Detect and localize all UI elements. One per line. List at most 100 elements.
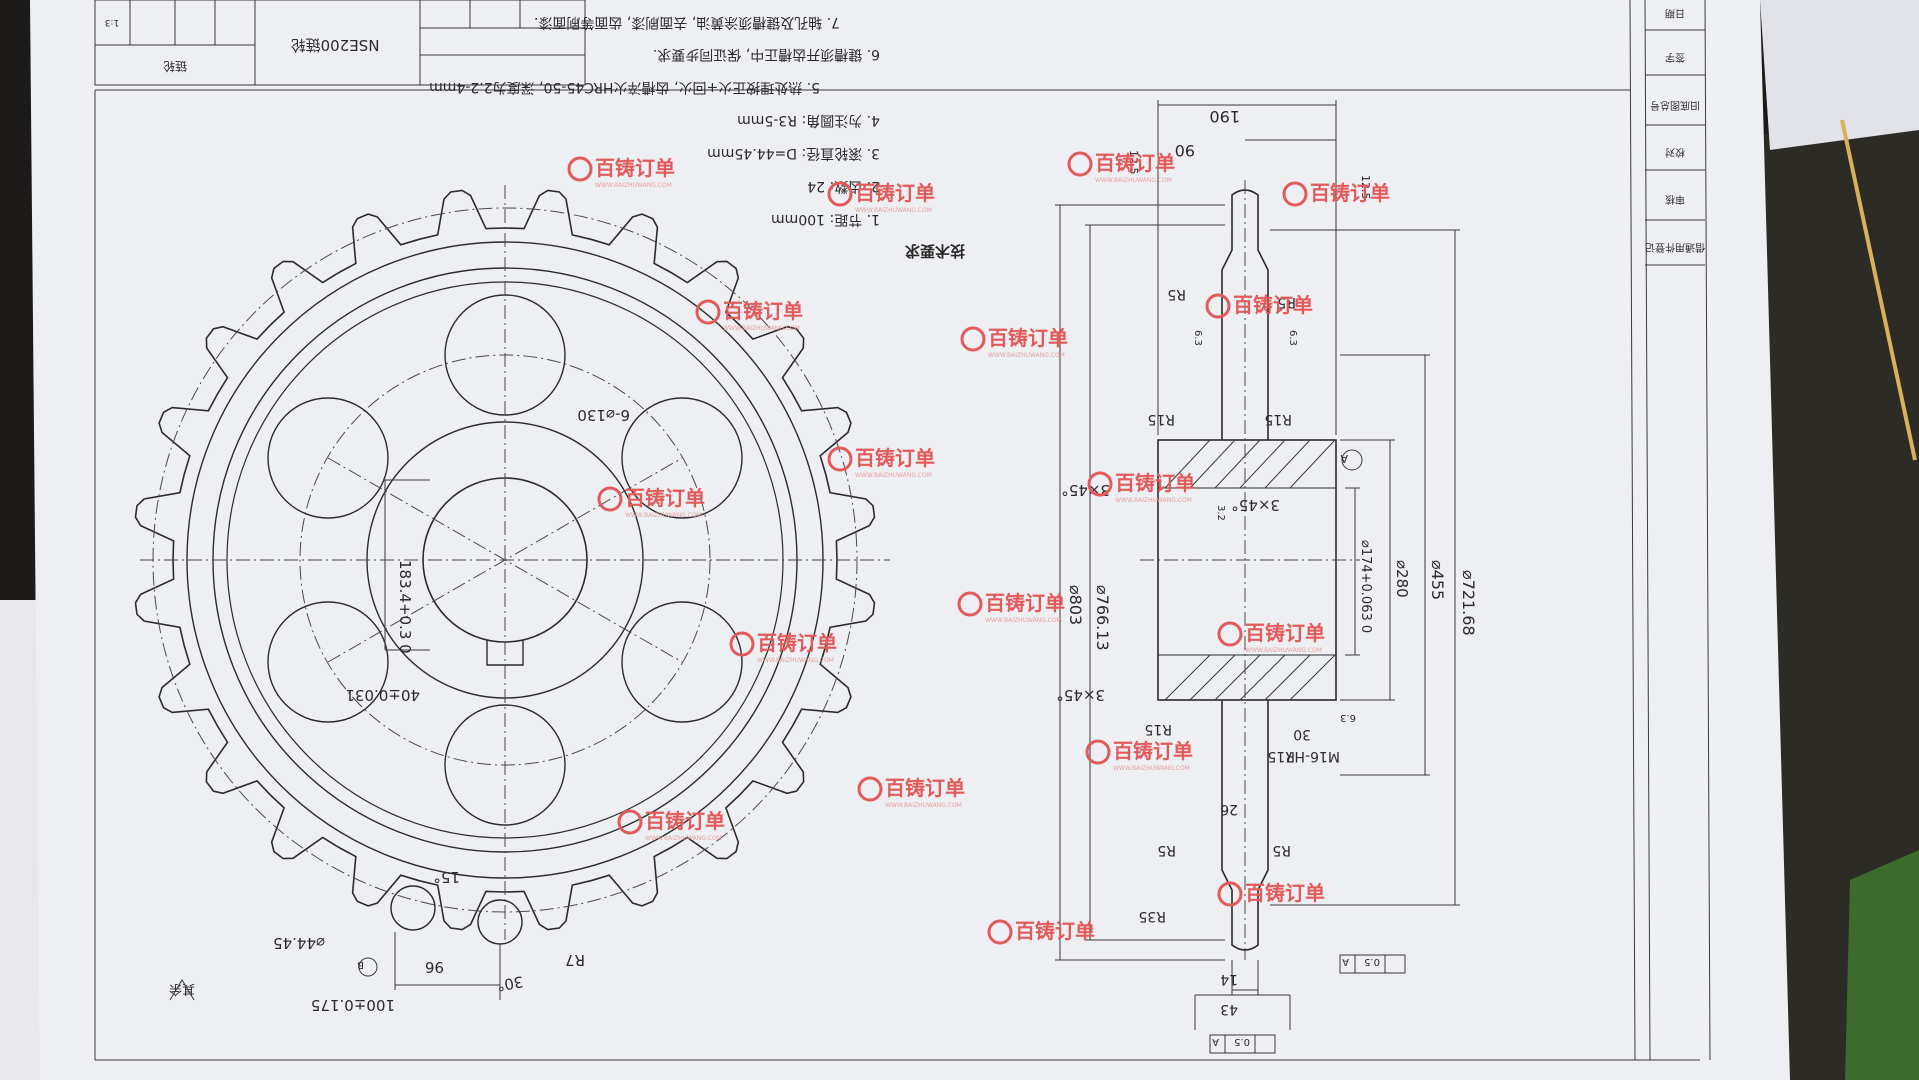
- surface-note: 其余: [169, 981, 195, 997]
- dim-tooth-offset: 90: [1175, 141, 1195, 160]
- part-label: 链轮: [163, 59, 187, 74]
- svg-text:WWW.BAIZHUWANG.COM: WWW.BAIZHUWANG.COM: [625, 512, 702, 519]
- scale-label: 1:3: [105, 17, 119, 27]
- keyway-dim-label: 40±0.031: [345, 686, 420, 704]
- dim-30: 30: [1293, 726, 1311, 742]
- svg-text:WWW.BAIZHUWANG.COM: WWW.BAIZHUWANG.COM: [1113, 765, 1190, 772]
- sprocket-front-view: 183.4+0.3 0 6-⌀130 40±0.031 15° 30° ⌀44.…: [134, 185, 890, 1014]
- dim-hub-inner: ⌀280: [1393, 560, 1411, 598]
- chamfer-left-top: 3×45°: [1061, 481, 1110, 499]
- watermark-text: 百铸订单: [885, 776, 965, 800]
- runout-frame: A 0.5 A 0.5: [1209, 954, 1406, 1054]
- lightening-hole: [267, 601, 389, 723]
- svg-text:WWW.BAIZHUWANG.COM: WWW.BAIZHUWANG.COM: [723, 325, 800, 332]
- paper-sheet: [30, 0, 1790, 1080]
- svg-text:WWW.BAIZHUWANG.COM: WWW.BAIZHUWANG.COM: [985, 617, 1062, 624]
- svg-text:WWW.BAIZHUWANG.COM: WWW.BAIZHUWANG.COM: [757, 657, 834, 664]
- svg-text:WWW.BAIZHUWANG.COM: WWW.BAIZHUWANG.COM: [855, 472, 932, 479]
- tech-requirements: 技术要求 1. 节距: 100mm 2. 齿数: 24 3. 滚轮直径: D=4…: [429, 14, 965, 260]
- tech-item: 1. 节距: 100mm: [771, 211, 880, 227]
- watermark-text: 百铸订单: [855, 446, 935, 470]
- angle-top-label: 15°: [433, 868, 460, 886]
- roughness-6-3: 6.3: [1340, 712, 1356, 723]
- radius-r5: R5: [1272, 842, 1291, 858]
- watermark-text: 百铸订单: [1233, 293, 1313, 317]
- svg-text:WWW.BAIZHUWANG.COM: WWW.BAIZHUWANG.COM: [855, 207, 932, 214]
- drawing-name: NSE200链轮: [291, 36, 380, 54]
- svg-text:WWW.BAIZHUWANG.COM: WWW.BAIZHUWANG.COM: [1095, 177, 1172, 184]
- svg-text:0.5: 0.5: [1234, 1036, 1250, 1047]
- watermark-text: 百铸订单: [595, 156, 675, 180]
- watermark-text: 百铸订单: [1310, 181, 1390, 205]
- lightening-hole: [621, 397, 743, 519]
- stamp-item: 日期: [1665, 7, 1685, 19]
- dim-43: 43: [1220, 1001, 1238, 1017]
- stamp-item: 审核: [1665, 193, 1685, 206]
- watermark-text: 百铸订单: [1245, 621, 1325, 645]
- thread-label: M16-H7: [1286, 748, 1340, 764]
- roller-dim-label: ⌀44.45: [273, 934, 325, 952]
- datum-marker: A: [1340, 452, 1348, 465]
- watermark-text: 百铸订单: [1115, 471, 1195, 495]
- tech-item: 3. 滚轮直径: D=44.45mm: [707, 145, 880, 162]
- svg-text:WWW.BAIZHUWANG.COM: WWW.BAIZHUWANG.COM: [885, 802, 962, 809]
- radius-r5: R5: [1157, 842, 1176, 858]
- svg-text:WWW.BAIZHUWANG.COM: WWW.BAIZHUWANG.COM: [595, 182, 672, 189]
- roughness-top: 12.5: [1127, 150, 1140, 175]
- dim-od: ⌀803: [1066, 585, 1085, 625]
- roughness-6-3: 6.3: [1192, 330, 1203, 346]
- watermarks: 百铸订单 WWW.BAIZHUWANG.COM 百铸订单 WWW.BAIZHUWAN…: [567, 151, 1390, 945]
- dim-pcd: ⌀766.13: [1093, 585, 1112, 651]
- radius-r15: R15: [1147, 411, 1175, 427]
- radius-r15: R15: [1144, 721, 1172, 737]
- watermark-text: 百铸订单: [988, 326, 1068, 350]
- tech-item: 6. 键槽须开齿槽正中, 保证同步要求.: [653, 46, 880, 62]
- watermark-text: 百铸订单: [723, 299, 803, 323]
- section-hatch: [1157, 439, 1337, 701]
- watermark-text: 百铸订单: [1095, 151, 1175, 175]
- side-dimension-lines: [1055, 100, 1460, 1030]
- watermark-text: 百铸订单: [855, 181, 935, 205]
- svg-text:WWW.BAIZHUWANG.COM: WWW.BAIZHUWANG.COM: [1115, 497, 1192, 504]
- chamfer-right-top: 3×45°: [1231, 496, 1280, 514]
- radius-r15: R15: [1267, 748, 1295, 764]
- watermark-text: 百铸订单: [625, 486, 705, 510]
- dim-root: ⌀721.68: [1459, 570, 1478, 636]
- roughness-3-2: 3.2: [1215, 505, 1226, 521]
- section-marker: B: [357, 959, 364, 970]
- sprocket-side-view: 190 90 12.5 12.5 ⌀803 ⌀766.13 ⌀721.68 ⌀4…: [1055, 100, 1478, 1054]
- watermark-text: 百铸订单: [1113, 739, 1193, 763]
- stamp-item: 签字: [1665, 51, 1685, 64]
- dim-overall-width: 190: [1209, 107, 1240, 126]
- pitch-dim-label: 96: [425, 958, 444, 976]
- radius-r5: R5: [1277, 294, 1296, 310]
- watermark-text: 百铸订单: [985, 591, 1065, 615]
- watermark-text: 百铸订单: [1245, 881, 1325, 905]
- side-stamp-column: 日期 签字 旧底图总号 校对 审核 借通用件登记: [1645, 7, 1705, 266]
- radius-r5: R5: [1167, 286, 1186, 302]
- stamp-item: 借通用件登记: [1645, 241, 1705, 254]
- angle-bottom-label: 30°: [495, 972, 524, 994]
- tech-item: 4. 为注圆角: R3-5mm: [737, 112, 880, 128]
- radius-label: R7: [565, 951, 585, 969]
- bore-dim-label: 183.4+0.3 0: [396, 560, 414, 654]
- dim-14: 14: [1220, 971, 1238, 987]
- tech-item: 7. 轴孔及键槽须涂黄油, 去面刷漆, 齿面等刷面漆.: [534, 14, 840, 31]
- stamp-item: 旧底图总号: [1650, 99, 1700, 112]
- svg-text:0.5: 0.5: [1364, 956, 1380, 967]
- chamfer-left-bottom: 3×45°: [1056, 686, 1105, 704]
- svg-text:A: A: [1212, 1036, 1219, 1047]
- lightening-hole: [621, 601, 743, 723]
- svg-text:WWW.BAIZHUWANG.COM: WWW.BAIZHUWANG.COM: [988, 352, 1065, 359]
- dim-bore: ⌀174+0.063 0: [1358, 540, 1373, 633]
- tech-item: 5. 热处理按正火+回火, 齿槽淬火HRC45-50, 深度为2.2-4mm: [429, 79, 820, 95]
- title-block: NSE200链轮 链轮 1:3: [94, 0, 586, 86]
- tooth-pitch-label: 100±0.175: [311, 996, 395, 1014]
- watermark-text: 百铸订单: [757, 631, 837, 655]
- radius-r15: R15: [1264, 411, 1292, 427]
- dim-26: 26: [1220, 801, 1238, 817]
- svg-text:A: A: [1342, 956, 1349, 967]
- roughness-6-3: 6.3: [1287, 330, 1298, 346]
- holes-dim-label: 6-⌀130: [577, 406, 630, 424]
